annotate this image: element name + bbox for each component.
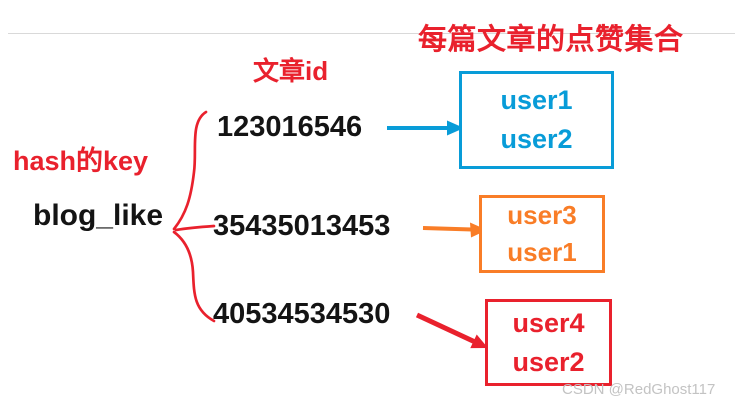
arrow-to-orange-box: [422, 222, 487, 238]
divider-line: [8, 33, 735, 34]
brace-lower-curve: [172, 230, 216, 323]
watermark: CSDN @RedGhost117: [562, 381, 716, 398]
article-id-2: 35435013453: [213, 210, 391, 242]
likes-box-1-user-1: user1: [500, 85, 573, 115]
likes-box-1-user-2: user2: [500, 124, 573, 154]
brace-upper-curve: [172, 110, 208, 231]
diagram-title: 每篇文章的点赞集合: [418, 24, 684, 56]
likes-box-article-2: user3 user1: [479, 195, 605, 273]
likes-box-article-3: user4 user2: [485, 299, 612, 386]
article-id-column-label: 文章id: [253, 56, 329, 86]
brace-middle-dash: [174, 224, 216, 232]
likes-box-2-user-1: user3: [507, 200, 577, 230]
curly-brace: [172, 110, 216, 323]
likes-box-2-user-2: user1: [507, 237, 577, 267]
arrow-to-red-box: [415, 312, 488, 349]
hash-key-name: blog_like: [33, 199, 164, 232]
arrow-to-blue-box: [387, 120, 464, 136]
article-id-1: 123016546: [217, 111, 363, 143]
likes-box-3-user-1: user4: [512, 307, 585, 338]
article-id-3: 40534534530: [213, 298, 391, 330]
likes-box-3-user-2: user2: [512, 346, 585, 377]
likes-box-article-1: user1 user2: [459, 71, 614, 169]
hash-key-label: hash的key: [13, 146, 149, 176]
